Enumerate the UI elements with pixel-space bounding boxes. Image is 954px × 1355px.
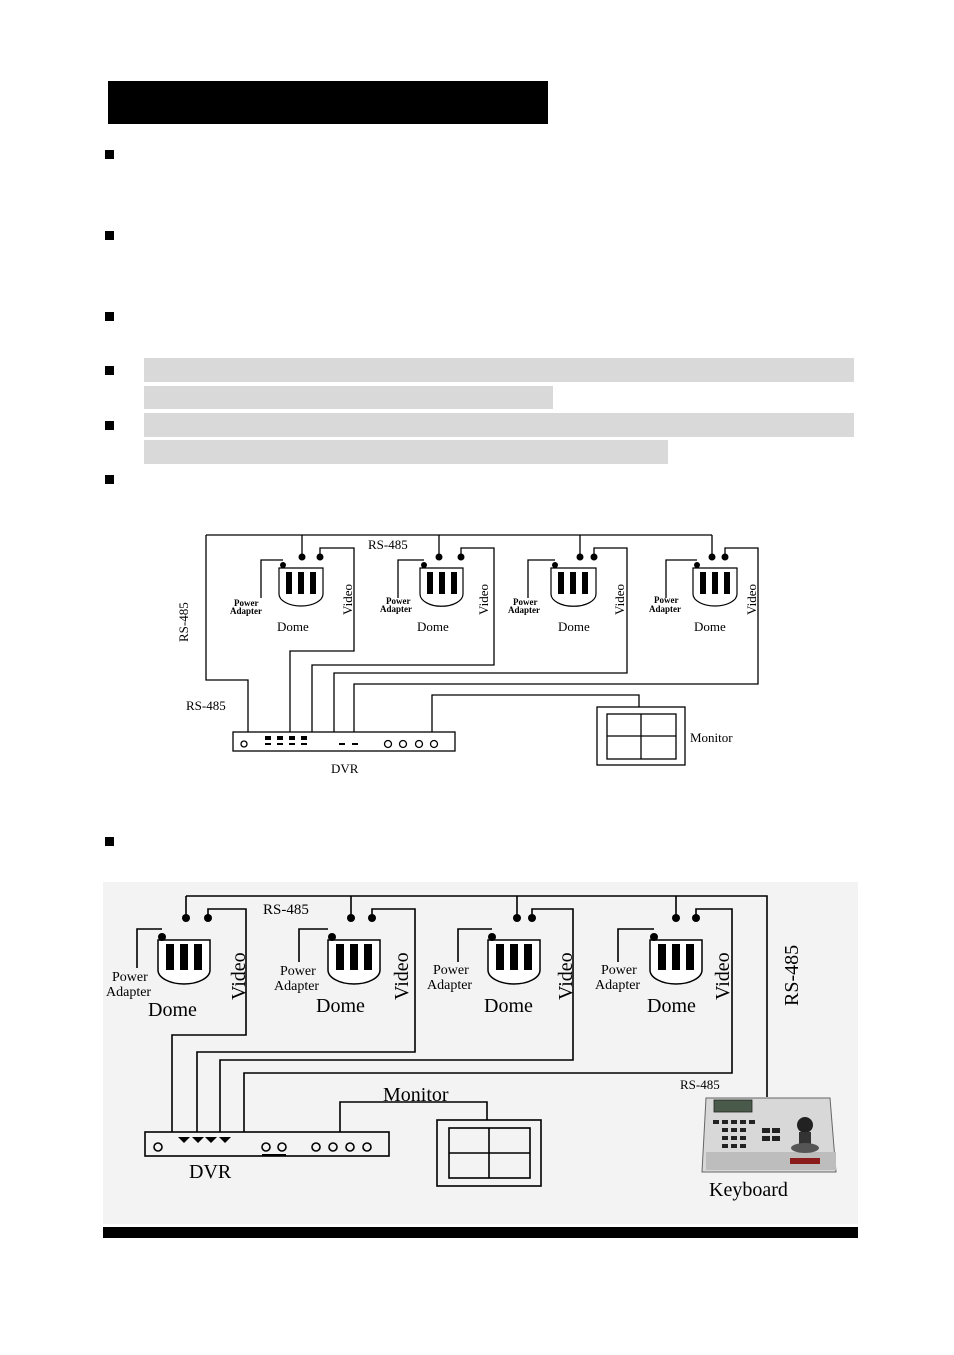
- dome-label: Dome: [694, 619, 726, 634]
- rs485-bus-label: RS-485: [368, 537, 408, 552]
- power-adapter-label: Adapter: [274, 979, 319, 994]
- dome-label: Dome: [277, 619, 309, 634]
- power-adapter-label: Power: [234, 598, 259, 608]
- power-adapter-label: Adapter: [427, 978, 472, 993]
- bullet-marker: [105, 231, 114, 240]
- rs485-side-label: RS-485: [176, 602, 191, 642]
- dome-label: Dome: [417, 619, 449, 634]
- dvr-wiring-diagram: RS-485 RS-485 RS-485 Power Adapter Dome …: [176, 534, 759, 776]
- monitor-label: Monitor: [383, 1084, 449, 1106]
- dome-2-icon: [419, 553, 465, 607]
- power-adapter-label: Adapter: [508, 605, 540, 615]
- monitor-label: Monitor: [690, 730, 733, 745]
- video-label: Video: [744, 584, 759, 615]
- power-adapter-label: Adapter: [649, 604, 681, 614]
- video-label: Video: [391, 952, 413, 1000]
- dome-1-icon: [278, 553, 324, 607]
- dome-4-icon: [692, 553, 738, 607]
- power-adapter-label: Power: [654, 595, 679, 605]
- power-adapter-label: Adapter: [595, 978, 640, 993]
- dome-3-icon: [487, 914, 541, 985]
- power-adapter-label: Adapter: [106, 985, 151, 1000]
- power-adapter-label: Power: [433, 963, 469, 978]
- power-adapter-label: Adapter: [380, 604, 412, 614]
- highlighted-line: [144, 386, 553, 409]
- bullet-marker: [105, 475, 114, 484]
- keyboard-icon: [701, 1097, 837, 1173]
- dome-3-icon: [550, 553, 598, 607]
- rs485-dvr-label: RS-485: [186, 698, 226, 713]
- highlighted-line: [144, 358, 854, 382]
- highlighted-line: [144, 440, 668, 464]
- bullet-marker: [105, 150, 114, 159]
- dome-label: Dome: [484, 995, 533, 1017]
- rs485-bus-label: RS-485: [263, 902, 309, 918]
- dvr-label: DVR: [189, 1161, 232, 1183]
- dome-1-icon: [157, 914, 212, 985]
- power-adapter-label: Adapter: [230, 606, 262, 616]
- video-label: Video: [712, 952, 734, 1000]
- dome-label: Dome: [316, 995, 365, 1017]
- video-label: Video: [555, 952, 577, 1000]
- dome-label: Dome: [558, 619, 590, 634]
- bullet-marker: [105, 837, 114, 846]
- keyboard-label: Keyboard: [709, 1179, 788, 1201]
- video-label: Video: [228, 952, 250, 1000]
- power-adapter-label: Power: [513, 597, 538, 607]
- rs485-keyboard-label: RS-485: [680, 1077, 720, 1092]
- video-label: Video: [612, 584, 627, 615]
- dome-label: Dome: [148, 999, 197, 1021]
- dome-4-icon: [649, 914, 703, 985]
- video-label: Video: [340, 584, 355, 615]
- dvr-label: DVR: [331, 761, 359, 776]
- section-title-bar: [108, 81, 548, 124]
- power-adapter-label: Power: [112, 970, 148, 985]
- power-adapter-label: Power: [280, 964, 316, 979]
- footer-bar: [103, 1227, 858, 1238]
- keyboard-wiring-diagram: RS-485 RS-485 RS-485 Power Adapter Dome …: [106, 895, 837, 1201]
- dome-2-icon: [327, 914, 381, 985]
- highlighted-line: [144, 413, 854, 437]
- bullet-marker: [105, 421, 114, 430]
- bullet-marker: [105, 366, 114, 375]
- video-label: Video: [476, 584, 491, 615]
- power-adapter-label: Power: [601, 963, 637, 978]
- bullet-marker: [105, 312, 114, 321]
- dome-label: Dome: [647, 995, 696, 1017]
- power-adapter-label: Power: [386, 596, 411, 606]
- rs485-side-label: RS-485: [781, 945, 803, 1006]
